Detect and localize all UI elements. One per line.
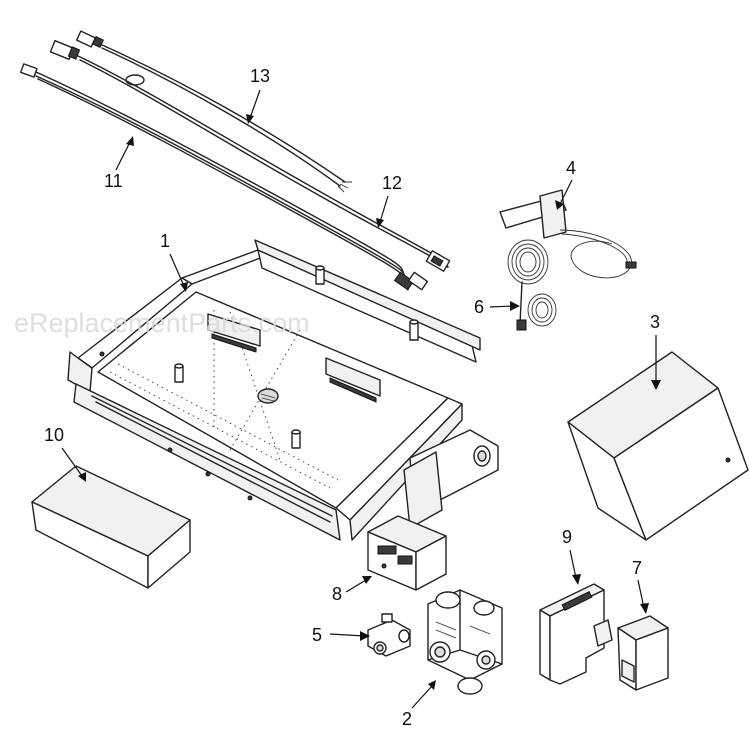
fitting-5 bbox=[367, 613, 411, 657]
callout-2: 2 bbox=[402, 680, 436, 729]
callout-label-7: 7 bbox=[632, 558, 642, 578]
callout-10: 10 bbox=[44, 425, 86, 482]
wire-harness-13 bbox=[75, 30, 352, 193]
callout-8: 8 bbox=[332, 576, 372, 604]
module-7 bbox=[617, 615, 669, 691]
watermark: eReplacementParts.com bbox=[14, 308, 310, 338]
callout-12: 12 bbox=[376, 173, 402, 228]
callout-5: 5 bbox=[312, 625, 370, 645]
callout-7: 7 bbox=[632, 558, 649, 614]
wire-harness-11 bbox=[20, 63, 429, 291]
thermocouple-6 bbox=[516, 281, 557, 331]
callout-label-6: 6 bbox=[474, 297, 484, 317]
ignition-module-9 bbox=[539, 583, 613, 685]
callout-label-11: 11 bbox=[104, 171, 123, 191]
callout-label-2: 2 bbox=[402, 709, 412, 729]
callout-4: 4 bbox=[555, 158, 576, 210]
callout-label-4: 4 bbox=[566, 158, 576, 178]
block-10 bbox=[31, 465, 191, 589]
cover-3 bbox=[567, 351, 749, 541]
callout-label-1: 1 bbox=[160, 231, 170, 251]
callout-label-10: 10 bbox=[44, 425, 64, 445]
callout-label-8: 8 bbox=[332, 584, 342, 604]
callout-label-13: 13 bbox=[250, 66, 270, 86]
callout-label-9: 9 bbox=[562, 527, 572, 547]
callout-9: 9 bbox=[562, 527, 581, 585]
callout-6: 6 bbox=[474, 297, 520, 317]
callout-label-12: 12 bbox=[382, 173, 402, 193]
callout-label-3: 3 bbox=[650, 312, 660, 332]
callout-label-5: 5 bbox=[312, 625, 322, 645]
control-module-8 bbox=[367, 515, 447, 591]
gas-valve-2 bbox=[427, 589, 503, 695]
callout-3: 3 bbox=[650, 312, 661, 390]
callout-1: 1 bbox=[160, 231, 188, 292]
callout-11: 11 bbox=[104, 136, 134, 191]
pilot-assembly-4 bbox=[499, 189, 637, 285]
callout-13: 13 bbox=[246, 66, 270, 124]
burner-tray bbox=[67, 239, 499, 541]
wire-harness-12 bbox=[49, 39, 451, 272]
